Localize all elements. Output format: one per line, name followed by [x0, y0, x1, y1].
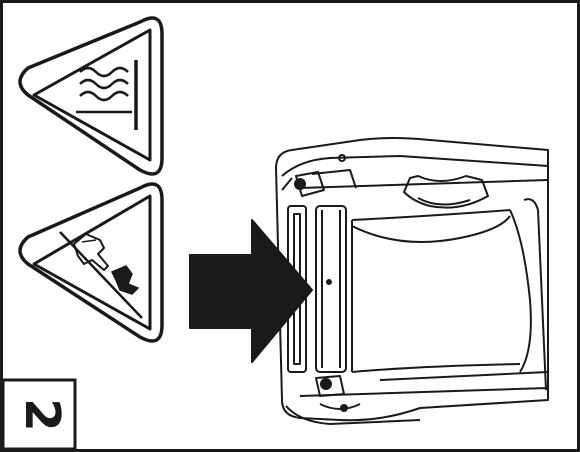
cutting-hazard-warning-icon [18, 182, 164, 343]
step-number-box: 2 [1, 378, 77, 451]
hot-surface-warning-icon [18, 16, 164, 176]
step-number: 2 [14, 398, 70, 431]
insertion-arrow-icon [189, 219, 313, 363]
printer-device-drawing [275, 137, 549, 425]
